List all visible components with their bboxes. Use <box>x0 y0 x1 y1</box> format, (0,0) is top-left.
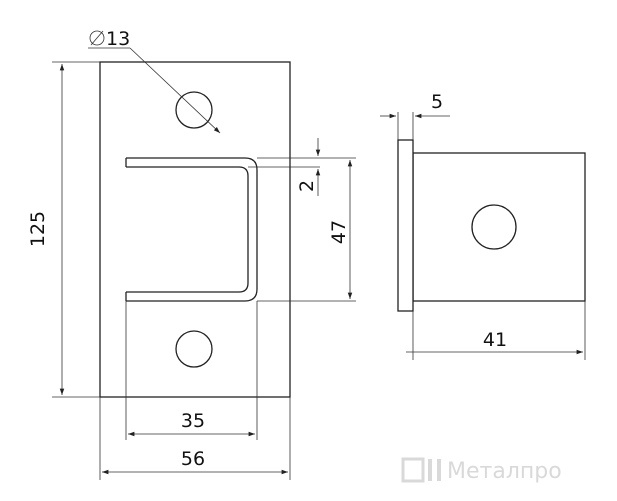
watermark-logo: Металпро <box>401 457 562 484</box>
plate-width-dimension: 56 <box>99 397 291 480</box>
top-hole <box>175 91 213 129</box>
logo-mark-icon <box>401 457 425 483</box>
hole-diameter-callout: 13 <box>88 28 221 134</box>
height-dimension: 125 <box>27 61 100 398</box>
slot-inner <box>126 166 249 293</box>
slot-outer <box>126 157 258 302</box>
side-view <box>397 139 586 312</box>
front-view <box>99 61 291 398</box>
side-depth-dimension: 41 <box>406 301 586 360</box>
hole-diameter-label: 13 <box>106 28 130 50</box>
side-plate <box>397 139 414 312</box>
slot-height-label: 47 <box>328 220 350 244</box>
slot-width-dimension: 35 <box>125 301 258 440</box>
side-hole <box>471 204 517 250</box>
height-total-label: 125 <box>27 211 49 247</box>
plate-thickness-label: 5 <box>431 91 443 113</box>
bottom-hole <box>175 330 213 368</box>
diameter-symbol-icon <box>89 30 105 46</box>
front-plate <box>99 61 291 398</box>
slot-height-dimension: 47 2 <box>248 138 356 302</box>
slot-offset-label: 2 <box>296 180 318 192</box>
side-depth-label: 41 <box>483 329 507 351</box>
watermark-text: Металпро <box>447 459 562 484</box>
slot-width-label: 35 <box>181 410 205 432</box>
plate-thickness-dimension: 5 <box>380 91 450 140</box>
side-body <box>412 152 586 302</box>
plate-width-label: 56 <box>181 448 205 470</box>
